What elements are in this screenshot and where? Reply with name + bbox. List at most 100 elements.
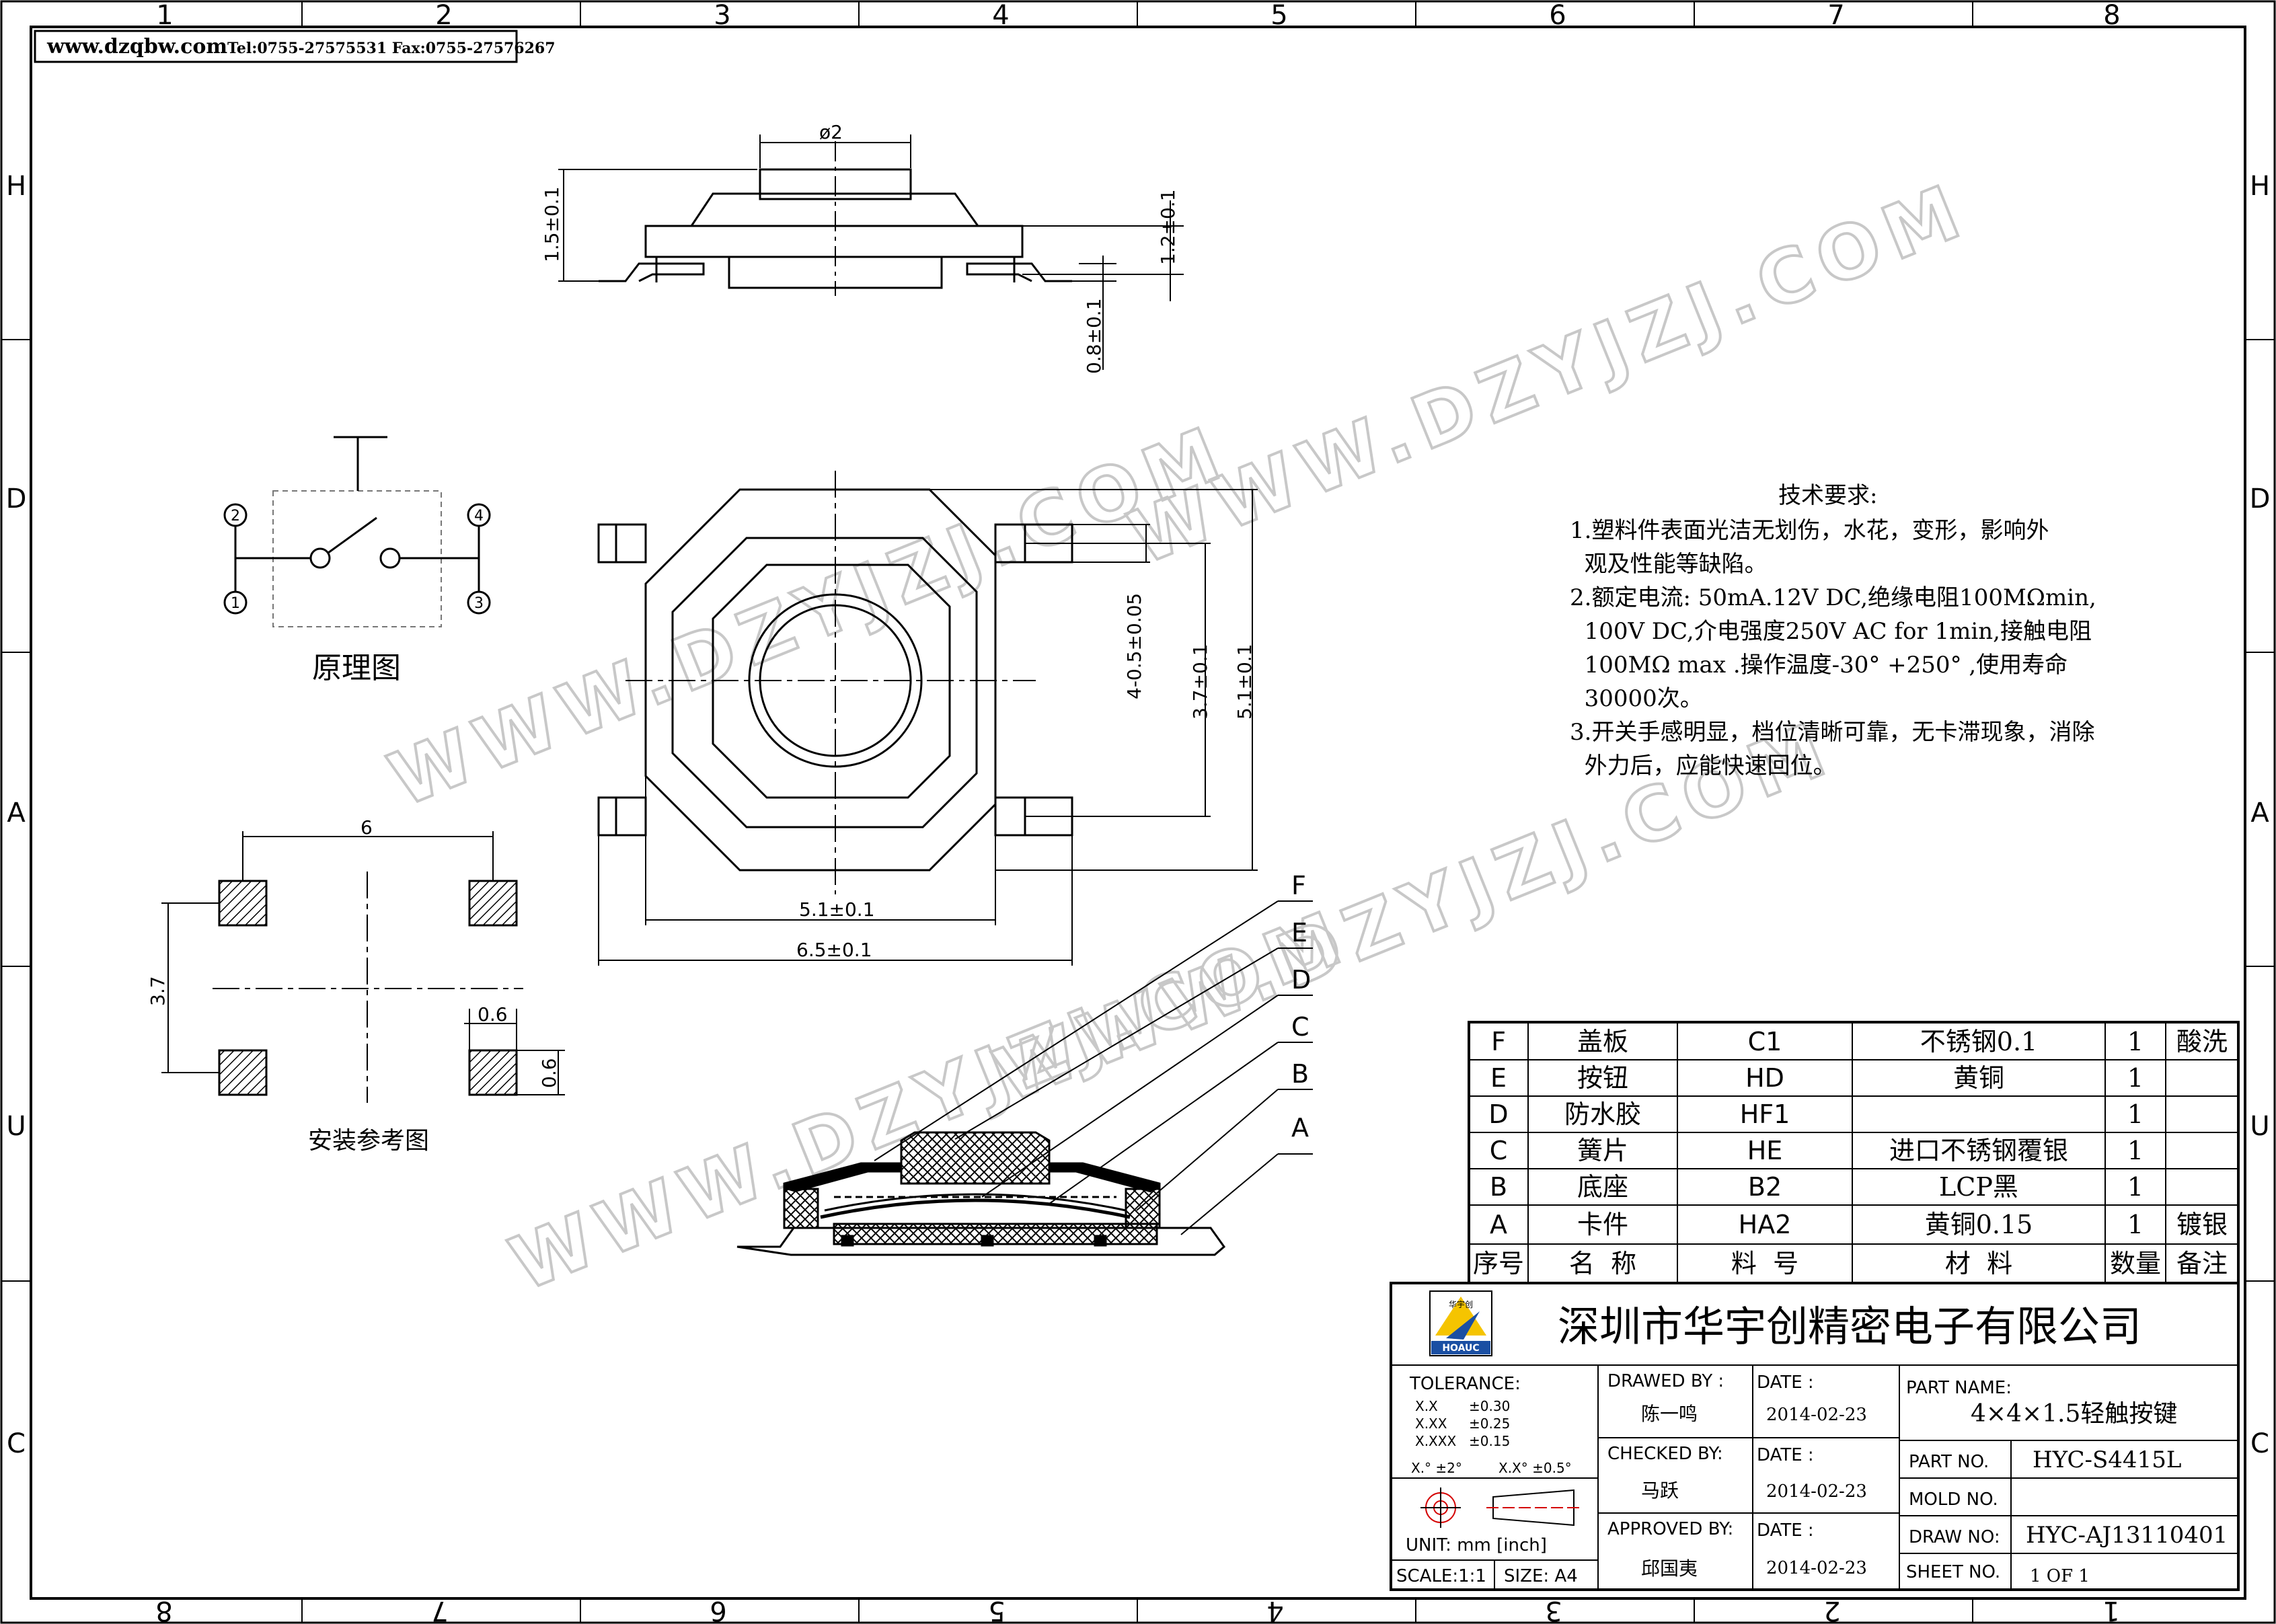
top-view — [597, 471, 1258, 966]
requirement-line-7: 3.开关手感明显，档位清晰可靠，无卡滞现象，消除 — [1570, 719, 2094, 746]
approved-by-label: APPROVED BY: — [1607, 1519, 1733, 1539]
bom-cells: F 盖板 C1 不锈钢0.1 1 酸洗 E 按钮 HD 黄铜 1 D 防水胶 H… — [1473, 1027, 2228, 1278]
bom-row: D 防水胶 HF1 1 — [1488, 1099, 2144, 1129]
bom-name: 底座 — [1577, 1172, 1628, 1202]
frame-bottom-4: 4 — [1266, 1595, 1283, 1624]
dim-3-7-footprint: 3.7 — [147, 976, 169, 1006]
bom-code: HD — [1745, 1063, 1784, 1093]
tol-x-val: ±0.30 — [1469, 1398, 1510, 1414]
requirement-line-6: 30000次。 — [1570, 685, 1703, 712]
header-box: www.dzqbw.com Tel:0755-27575531 Fax:0755… — [34, 30, 556, 63]
side-view — [558, 134, 1184, 370]
dim-height-body: 1.2±0.1 — [1157, 189, 1179, 265]
drawed-by-label: DRAWED BY : — [1607, 1371, 1724, 1391]
tol-xxx: X.XXX — [1415, 1433, 1456, 1449]
watermark-4: WWW.DZYJZJ.COM — [499, 892, 1361, 1307]
bom-row: F 盖板 C1 不锈钢0.1 1 酸洗 — [1491, 1027, 2228, 1056]
pin-4: 4 — [474, 508, 484, 525]
footprint-title: 安装参考图 — [308, 1127, 429, 1155]
tol-angle-2: X.X° ±0.5° — [1499, 1460, 1572, 1476]
bom-material: 进口不锈钢覆银 — [1889, 1136, 2068, 1165]
bom-material: 黄铜 — [1953, 1063, 2004, 1093]
frame-right-A: A — [2250, 798, 2269, 828]
dim-3-7: 3.7±0.1 — [1189, 644, 1211, 720]
contact-text: Tel:0755-27575531 Fax:0755-27576267 — [227, 40, 556, 57]
bom-header-id: 序号 — [1473, 1249, 1524, 1278]
date-3: 2014-02-23 — [1766, 1558, 1867, 1578]
bom-qty: 1 — [2127, 1210, 2144, 1239]
title-block — [1390, 1282, 2240, 1591]
bom-id: C — [1490, 1136, 1508, 1165]
frame-bottom-7: 7 — [431, 1595, 448, 1624]
tolerance-label: TOLERANCE: — [1409, 1374, 1521, 1394]
requirement-line-2: 观及性能等缺陷。 — [1570, 551, 1768, 578]
bom-header-row: 序号 名 称 料 号 材 料 数量 备注 — [1473, 1249, 2228, 1278]
requirement-line-4: 100V DC,介电强度250V AC for 1min,接触电阻 — [1570, 618, 2092, 645]
frame-bottom-1: 1 — [2102, 1595, 2119, 1624]
requirement-line-8: 外力后，应能快速回位。 — [1570, 752, 1836, 779]
bom-code: HE — [1747, 1136, 1783, 1165]
schematic-pins: 2 1 4 3 — [231, 508, 484, 612]
bom-name: 簧片 — [1577, 1136, 1628, 1165]
frame-right-C: C — [2250, 1428, 2269, 1459]
section-label-E: E — [1291, 918, 1307, 948]
dim-0-6-height: 0.6 — [538, 1058, 560, 1088]
tol-xx: X.XX — [1415, 1416, 1447, 1432]
frame-bottom-3: 3 — [1545, 1595, 1562, 1624]
frame-top-5: 5 — [1270, 0, 1287, 31]
bom-id: A — [1490, 1210, 1507, 1239]
section-labels: F E D C B A — [1291, 871, 1311, 1143]
dim-6-5: 6.5±0.1 — [796, 939, 872, 961]
dim-6: 6 — [361, 816, 373, 839]
part-name: 4×4×1.5轻触按键 — [1971, 1400, 2177, 1428]
side-view-dims: ø2 1.5±0.1 1.2±0.1 0.8±0.1 — [541, 121, 1179, 374]
bom-name: 盖板 — [1577, 1027, 1628, 1056]
bom-row: C 簧片 HE 进口不锈钢覆银 1 — [1490, 1136, 2144, 1165]
frame-left-H: H — [6, 171, 26, 202]
bom-header-note: 备注 — [2176, 1249, 2228, 1278]
bom-code: HF1 — [1740, 1099, 1790, 1129]
bom-header-code: 料 号 — [1731, 1249, 1798, 1278]
date-label-1: DATE : — [1757, 1372, 1814, 1393]
watermark-2: WWW.DZYJZJ.COM — [378, 408, 1240, 823]
frame-left-C: C — [7, 1428, 26, 1459]
top-view-dims: 4-0.5±0.05 3.7±0.1 5.1±0.1 5.1±0.1 6.5±0… — [796, 593, 1256, 961]
tech-requirements: 技术要求: 1.塑料件表面光洁无划伤，水花，变形，影响外 观及性能等缺陷。 2.… — [1570, 482, 2096, 779]
drawer-name: 陈一鸣 — [1641, 1403, 1698, 1425]
bom-id: E — [1490, 1063, 1507, 1093]
frame-bottom-8: 8 — [155, 1595, 172, 1624]
dim-height-total: 1.5±0.1 — [541, 186, 563, 262]
company-name: 深圳市华宇创精密电子有限公司 — [1558, 1302, 2141, 1351]
bom-material: 不锈钢0.1 — [1920, 1027, 2037, 1056]
pin-2: 2 — [231, 508, 240, 525]
frame-bottom-6: 6 — [710, 1595, 726, 1624]
frame-left-D: D — [6, 484, 27, 514]
frame-left-A: A — [7, 798, 26, 828]
company-logo: 华宇创 HOAUC — [1429, 1290, 1492, 1356]
bom-qty: 1 — [2127, 1136, 2144, 1165]
frame-top-6: 6 — [1549, 0, 1566, 31]
section-label-D: D — [1291, 965, 1311, 995]
frame-top-3: 3 — [714, 0, 730, 31]
draw-no: HYC-AJ13110401 — [2026, 1522, 2228, 1549]
date-1: 2014-02-23 — [1766, 1405, 1867, 1425]
checker-name: 马跃 — [1641, 1479, 1679, 1502]
frame-bottom-2: 2 — [1823, 1595, 1840, 1624]
mold-no-label: MOLD NO. — [1909, 1490, 1998, 1510]
bom-qty: 1 — [2127, 1063, 2144, 1093]
frame-right-H: H — [2250, 171, 2270, 202]
frame-right-U: U — [2250, 1111, 2269, 1142]
frame-labels: 1 2 3 4 5 6 7 8 1 2 3 4 5 6 7 8 H D A U … — [6, 0, 2271, 1624]
pin-3: 3 — [474, 595, 484, 612]
schematic-title: 原理图 — [312, 651, 401, 685]
frame-bottom-5: 5 — [988, 1595, 1005, 1624]
requirement-line-5: 100MΩ max .操作温度-30° +250° ,使用寿命 — [1570, 652, 2068, 679]
requirement-line-3: 2.额定电流: 50mA.12V DC,绝缘电阻100MΩmin, — [1570, 584, 2096, 611]
bom-name: 卡件 — [1577, 1210, 1628, 1239]
section-label-B: B — [1291, 1059, 1309, 1089]
section-label-F: F — [1291, 871, 1306, 900]
title-block-text: TOLERANCE: X.X ±0.30 X.XX ±0.25 X.XXX ±0… — [1396, 1371, 2228, 1586]
frame-top-1: 1 — [156, 0, 173, 31]
tol-xx-val: ±0.25 — [1469, 1416, 1510, 1432]
